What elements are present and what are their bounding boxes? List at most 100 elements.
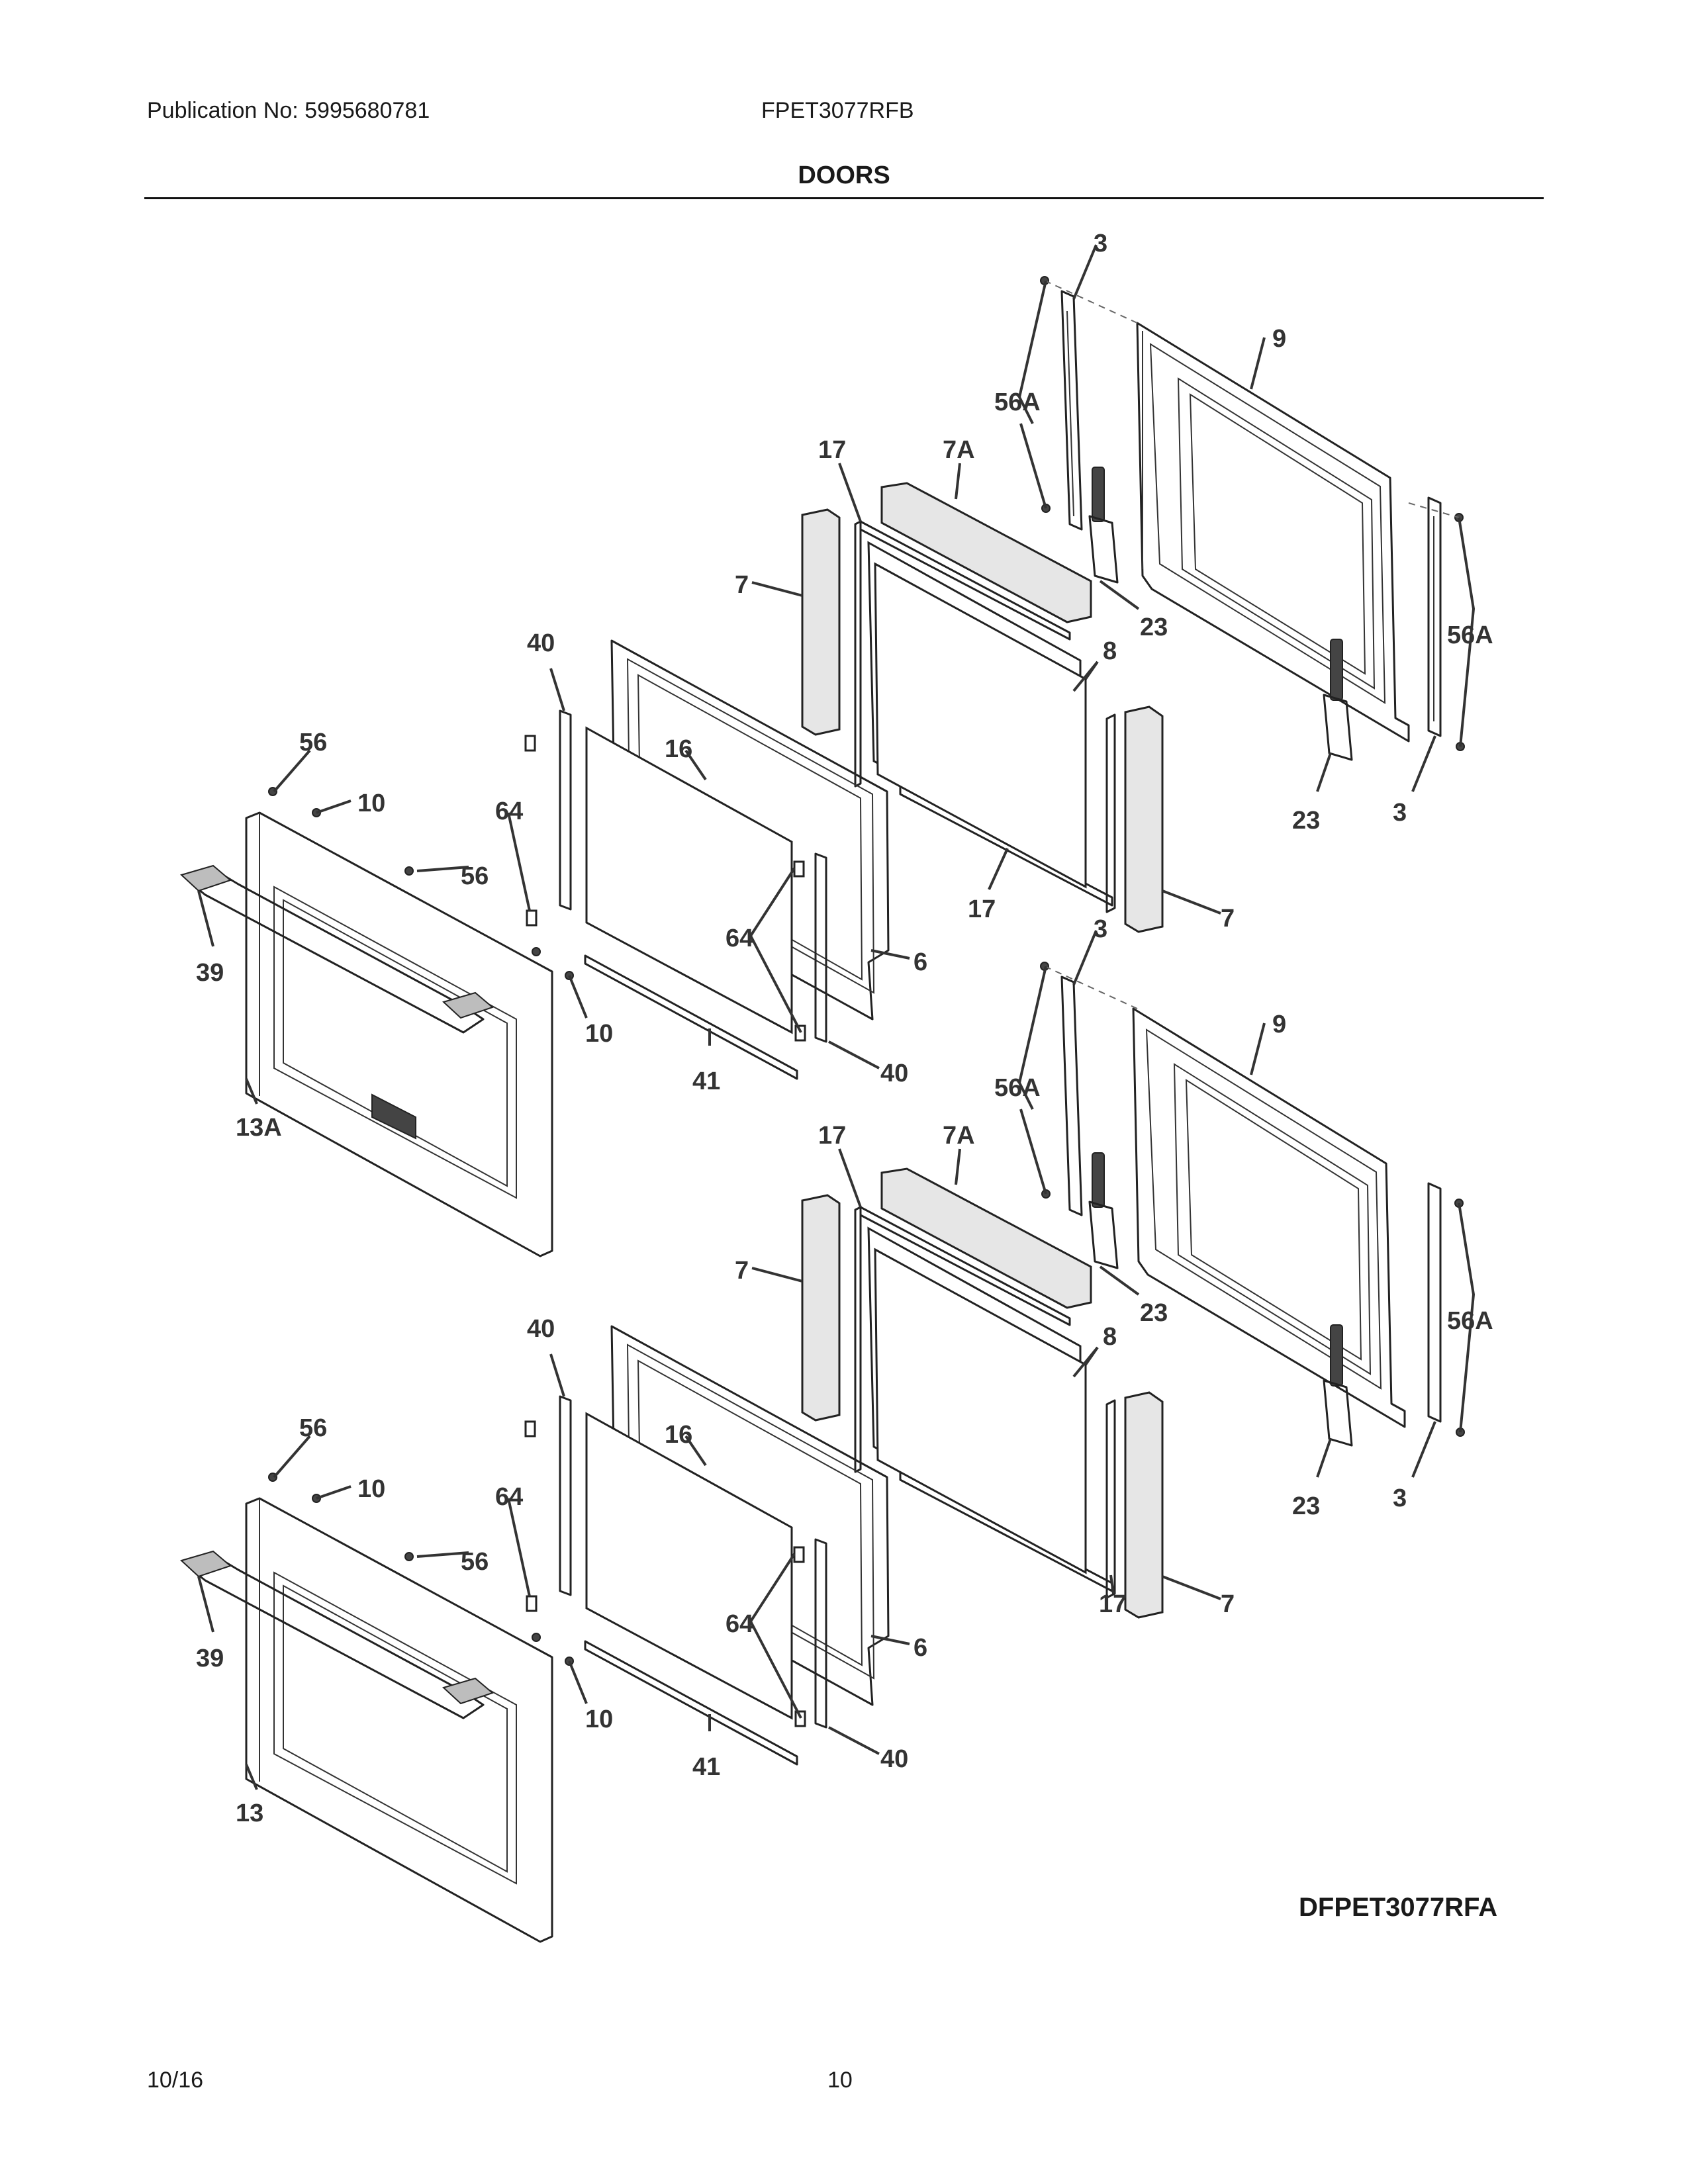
- side-insulation-7-right: [1124, 1391, 1164, 1619]
- glass-clip-64: [793, 860, 805, 878]
- hinge-23-lower: [1323, 639, 1353, 761]
- inner-glass-8-b: [874, 1248, 1087, 1574]
- door-bracket-40: [559, 1395, 572, 1596]
- hinge-channel-3-right: [1427, 1182, 1442, 1423]
- inner-door-frame-9: [1132, 1007, 1406, 1428]
- hinge-23-lower: [1323, 1324, 1353, 1447]
- bottom-trim-41: [584, 1640, 798, 1766]
- model-number: FPET3077RFB: [761, 98, 914, 123]
- hinge-channel-3: [1060, 290, 1083, 531]
- callout-8: 8: [1103, 1323, 1117, 1351]
- callout-64: 64: [495, 797, 523, 825]
- top-insulation-7a: [880, 1167, 1092, 1309]
- glass-clip-64: [794, 1710, 806, 1727]
- callout-7: 7: [735, 571, 749, 599]
- lower-door-assembly: 3 9 56A 17 7A 7 23 8 56A 23 3 17 7 40 16…: [180, 915, 1493, 1943]
- glass-clip-64: [524, 735, 536, 752]
- callout-56a-right: 56A: [1447, 621, 1493, 649]
- callout-56: 56: [461, 862, 489, 890]
- callout-39: 39: [196, 959, 224, 987]
- callout-10-top: 10: [357, 790, 385, 817]
- screw-56: [532, 947, 541, 956]
- door-bracket-40-right: [814, 852, 827, 1043]
- screw-56: [404, 1552, 414, 1561]
- callout-17: 17: [818, 1122, 846, 1150]
- hinge-23: [1088, 1152, 1119, 1269]
- callout-7a: 7A: [943, 1122, 975, 1150]
- callout-17-lower: 17: [1099, 1590, 1127, 1618]
- callout-40-right: 40: [880, 1060, 908, 1087]
- callout-3: 3: [1094, 230, 1107, 257]
- glass-clip-64: [526, 1595, 538, 1612]
- bottom-trim-41: [584, 954, 798, 1080]
- callout-23-lower: 23: [1292, 1492, 1320, 1520]
- callout-56a-right: 56A: [1447, 1307, 1493, 1335]
- callout-64-right: 64: [726, 925, 753, 952]
- callout-3-right: 3: [1393, 799, 1407, 827]
- side-insulation-7-right: [1124, 705, 1164, 933]
- diagram-code: DFPET3077RFA: [1299, 1893, 1498, 1922]
- callout-64: 64: [495, 1483, 523, 1511]
- side-insulation-7: [801, 508, 841, 736]
- callout-7-right: 7: [1221, 1590, 1235, 1618]
- callout-40: 40: [527, 629, 555, 657]
- side-insulation-7: [801, 1194, 841, 1422]
- callout-10: 10: [585, 1706, 613, 1733]
- callout-8: 8: [1103, 637, 1117, 665]
- page-title: DOORS: [798, 161, 890, 189]
- glass-clip-64: [524, 1420, 536, 1437]
- footer-date: 10/16: [147, 2068, 204, 2093]
- callout-16: 16: [665, 1421, 692, 1449]
- callout-56-top: 56: [299, 729, 327, 756]
- callout-56a: 56A: [994, 388, 1041, 416]
- handle-39: [180, 864, 494, 1034]
- glass-clip-64: [526, 909, 538, 927]
- inner-door-frame-9: [1136, 322, 1410, 743]
- inner-glass-8-b: [874, 562, 1087, 889]
- callout-10: 10: [585, 1020, 613, 1048]
- callout-13a: 13A: [236, 1114, 282, 1142]
- hinge-23: [1088, 467, 1119, 584]
- top-insulation-7a: [880, 482, 1092, 623]
- door-bracket-40: [559, 709, 572, 911]
- callout-6: 6: [914, 948, 927, 976]
- screw-56: [532, 1633, 541, 1642]
- callout-10-top: 10: [357, 1475, 385, 1503]
- outer-door-13a: [245, 811, 553, 1257]
- callout-23-lower: 23: [1292, 807, 1320, 835]
- callout-7a: 7A: [943, 436, 975, 464]
- callout-23: 23: [1140, 614, 1168, 641]
- callout-41: 41: [692, 1068, 720, 1095]
- glass-clip-64: [793, 1546, 805, 1563]
- callout-40-right: 40: [880, 1745, 908, 1773]
- hinge-channel-3: [1060, 976, 1083, 1216]
- publication-number: Publication No: 5995680781: [147, 98, 430, 123]
- hinge-channel-3-right: [1427, 496, 1442, 737]
- handle-39: [180, 1550, 494, 1719]
- middle-glass-16: [585, 726, 793, 1034]
- middle-glass-16: [585, 1412, 793, 1720]
- callout-56: 56: [461, 1548, 489, 1576]
- callout-7-right: 7: [1221, 905, 1235, 933]
- door-bracket-40-right: [814, 1538, 827, 1729]
- upper-door-assembly: 3 9 56A 17 7A 7 23 8 56A 23 3 17 7 40 16…: [180, 230, 1493, 1257]
- glass-clip-64: [794, 1024, 806, 1042]
- callout-9: 9: [1272, 325, 1286, 353]
- callout-13: 13: [236, 1799, 263, 1827]
- callout-56a: 56A: [994, 1074, 1041, 1102]
- callout-9: 9: [1272, 1011, 1286, 1038]
- callout-6: 6: [914, 1634, 927, 1662]
- callout-23: 23: [1140, 1299, 1168, 1327]
- callout-56-top: 56: [299, 1414, 327, 1442]
- callout-3: 3: [1094, 915, 1107, 943]
- callout-16: 16: [665, 735, 692, 763]
- page-number: 10: [827, 2068, 853, 2093]
- callout-7: 7: [735, 1257, 749, 1285]
- callout-64-right: 64: [726, 1610, 753, 1638]
- callout-17: 17: [818, 436, 846, 464]
- screw-56: [404, 866, 414, 876]
- callout-3-right: 3: [1393, 1484, 1407, 1512]
- callout-39: 39: [196, 1645, 224, 1672]
- header-divider: [144, 197, 1544, 199]
